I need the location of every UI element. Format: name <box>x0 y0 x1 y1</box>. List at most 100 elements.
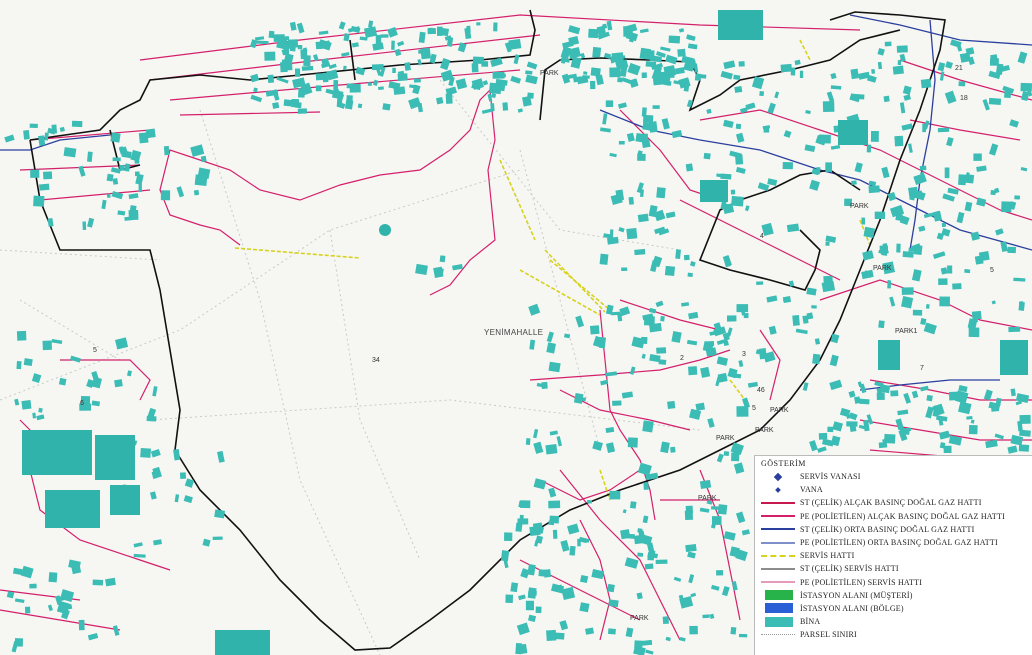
building <box>146 415 157 422</box>
building <box>926 394 933 402</box>
building <box>911 390 919 399</box>
building <box>882 438 887 444</box>
building <box>974 255 984 265</box>
legend-label: PARSEL SINIRI <box>800 630 857 640</box>
building <box>445 86 458 96</box>
building <box>887 191 897 202</box>
building <box>859 398 870 405</box>
building <box>563 333 571 339</box>
building <box>633 645 646 655</box>
building <box>830 85 842 90</box>
building <box>549 430 558 436</box>
building <box>190 144 205 157</box>
building <box>176 186 185 198</box>
building <box>685 163 694 172</box>
building <box>742 397 751 409</box>
building <box>611 52 624 63</box>
building <box>707 417 715 428</box>
building <box>44 132 49 141</box>
building <box>510 582 519 593</box>
building <box>689 260 696 267</box>
building <box>717 372 728 383</box>
building <box>809 179 820 191</box>
building <box>528 614 537 623</box>
building <box>516 622 530 636</box>
building <box>1010 434 1024 446</box>
building <box>685 59 697 71</box>
park-label-2: PARK <box>770 407 789 414</box>
building <box>761 222 774 236</box>
building <box>14 638 24 647</box>
building <box>605 100 614 107</box>
building <box>412 84 421 95</box>
building <box>679 637 686 642</box>
building <box>958 385 968 393</box>
building <box>806 287 817 296</box>
building <box>991 300 996 305</box>
building <box>995 63 1004 75</box>
building <box>561 586 576 600</box>
legend-item: PE (POLİETİLEN) ALÇAK BASINÇ DOĞAL GAZ H… <box>761 510 1026 523</box>
building <box>86 379 95 388</box>
building <box>560 56 567 64</box>
building <box>55 594 68 603</box>
building <box>444 35 452 41</box>
building <box>946 137 954 147</box>
building <box>716 173 728 179</box>
building <box>200 155 207 163</box>
building <box>706 341 715 347</box>
building <box>300 82 313 96</box>
building <box>548 520 555 526</box>
legend-symbol-line <box>761 524 795 534</box>
building <box>289 46 296 52</box>
park-label-3: PARK <box>716 435 735 442</box>
building <box>641 72 647 79</box>
building <box>644 316 655 326</box>
building <box>420 47 431 60</box>
building <box>536 382 546 388</box>
building <box>920 318 927 326</box>
building <box>436 97 444 105</box>
building <box>112 157 121 162</box>
building <box>878 249 888 256</box>
building <box>264 51 276 61</box>
building <box>617 313 623 322</box>
building <box>375 34 382 46</box>
building <box>1017 420 1023 432</box>
building <box>939 71 945 81</box>
legend-label: VANA <box>800 485 823 495</box>
building <box>767 102 776 114</box>
building <box>604 371 617 377</box>
building <box>605 304 614 315</box>
building <box>297 108 307 114</box>
building <box>342 65 347 71</box>
building <box>624 557 639 569</box>
building <box>517 108 523 113</box>
building <box>291 99 299 108</box>
building <box>1009 201 1017 210</box>
parcel-number-a: 5 <box>93 347 97 354</box>
building <box>80 395 91 406</box>
area-label: YENİMAHALLE <box>484 328 543 337</box>
building <box>874 211 886 220</box>
building <box>1013 277 1026 282</box>
building <box>995 228 1004 236</box>
building <box>901 287 914 295</box>
legend-label: ST (ÇELİK) ORTA BASINÇ DOĞAL GAZ HATTI <box>800 524 975 534</box>
building <box>294 68 301 77</box>
building <box>588 28 599 39</box>
building <box>607 628 616 635</box>
building <box>525 600 535 611</box>
building <box>868 180 877 187</box>
building <box>47 127 56 135</box>
building <box>145 128 156 139</box>
building <box>738 61 745 67</box>
building <box>615 189 625 201</box>
building <box>6 591 15 599</box>
building <box>989 57 999 66</box>
building <box>568 73 577 79</box>
building <box>884 433 896 444</box>
building <box>802 315 809 324</box>
parcel-number-c: 5 <box>752 405 756 412</box>
